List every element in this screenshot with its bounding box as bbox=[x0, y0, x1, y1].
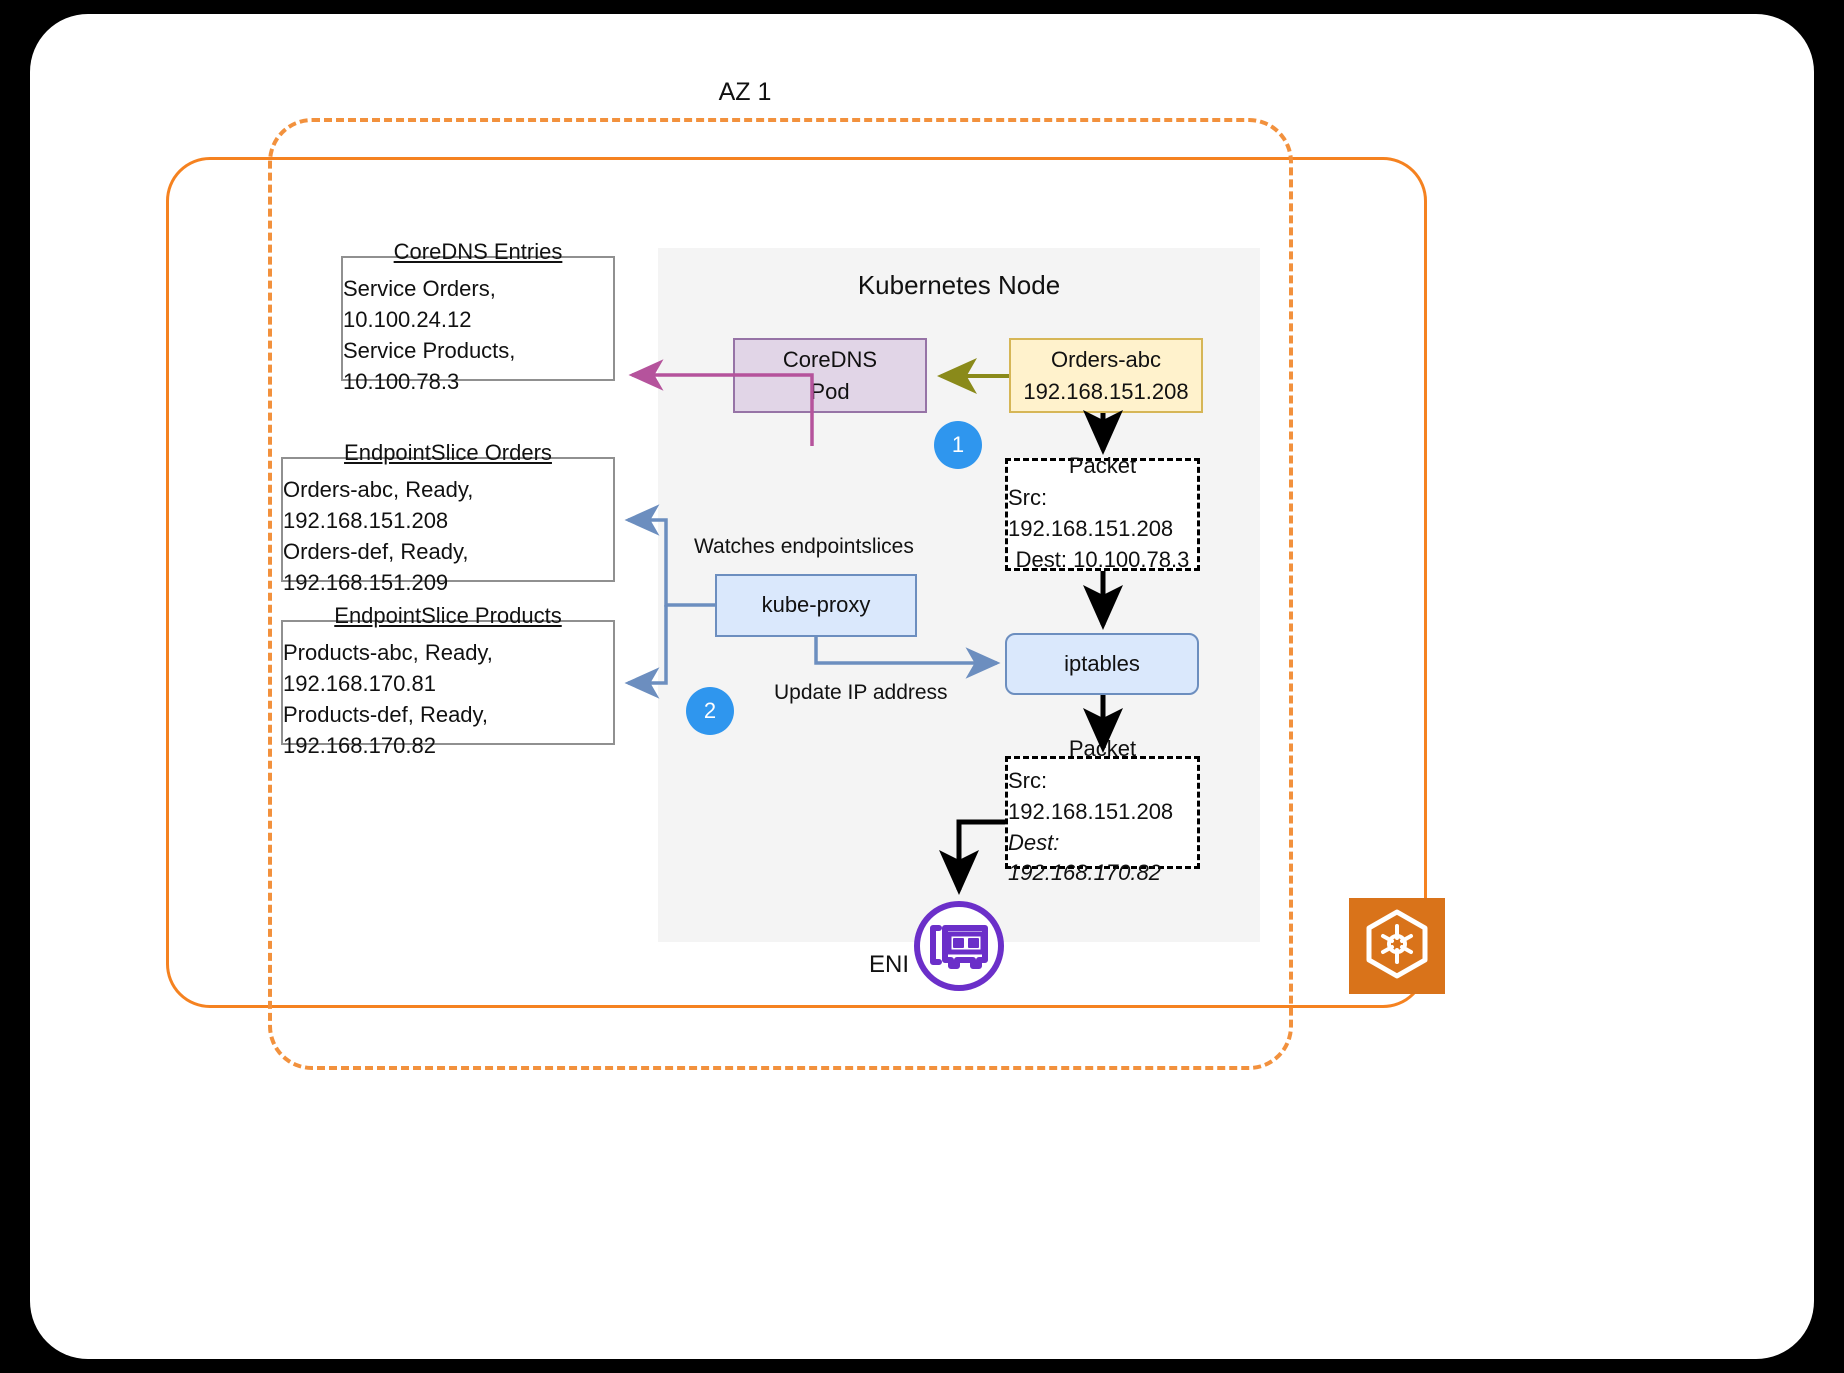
step-badge-2: 2 bbox=[686, 687, 734, 735]
az-dashed-boundary bbox=[268, 118, 1293, 1070]
iptables-label: iptables bbox=[1064, 650, 1140, 676]
packet-before-title: Packet bbox=[1068, 453, 1137, 479]
kube-proxy-box: kube-proxy bbox=[715, 574, 917, 637]
iptables-box: iptables bbox=[1005, 633, 1199, 695]
packet-after-title: Packet bbox=[1068, 735, 1137, 761]
coredns-pod-line-2: Pod bbox=[810, 378, 850, 404]
coredns-entries-line-2: Service Products, 10.100.78.3 bbox=[343, 338, 516, 394]
coredns-entries-title: CoreDNS Entries bbox=[393, 239, 563, 265]
packet-before-dest: Dest: 10.100.78.3 bbox=[1015, 546, 1190, 572]
endpointslice-products-box: EndpointSlice Products Products-abc, Rea… bbox=[281, 603, 615, 758]
watches-endpointslices-label: Watches endpointslices bbox=[694, 535, 914, 558]
step-badge-1: 1 bbox=[934, 421, 982, 469]
packet-after-box: Packet Src: 192.168.151.208 Dest: 192.16… bbox=[1005, 736, 1200, 885]
eni-label: ENI bbox=[869, 951, 910, 978]
packet-before-box: Packet Src: 192.168.151.208 Dest: 10.100… bbox=[1005, 453, 1200, 572]
packet-before-src: Src: 192.168.151.208 bbox=[1008, 485, 1174, 542]
kubernetes-logo-icon bbox=[1349, 898, 1445, 994]
coredns-entries-box: CoreDNS Entries Service Orders, 10.100.2… bbox=[341, 239, 615, 394]
endpointslice-orders-box: EndpointSlice Orders Orders-abc, Ready, … bbox=[281, 440, 615, 595]
endpointslice-products-title: EndpointSlice Products bbox=[334, 603, 562, 629]
kube-proxy-label: kube-proxy bbox=[761, 592, 871, 618]
vpc-solid-boundary bbox=[166, 157, 1427, 1008]
orders-abc-pod-name: Orders-abc bbox=[1050, 346, 1162, 372]
update-ip-address-label: Update IP address bbox=[774, 681, 948, 704]
eni-icon bbox=[911, 898, 1007, 994]
coredns-entries-line-1: Service Orders, 10.100.24.12 bbox=[343, 276, 496, 333]
packet-after-src: Src: 192.168.151.208 bbox=[1008, 767, 1174, 824]
coredns-pod-box: CoreDNS Pod bbox=[733, 338, 927, 413]
endpointslice-products-line-2: Products-def, Ready, 192.168.170.82 bbox=[283, 702, 489, 758]
endpointslice-orders-line-2: Orders-def, Ready, 192.168.151.209 bbox=[283, 539, 469, 595]
endpointslice-orders-title: EndpointSlice Orders bbox=[344, 440, 552, 466]
kubernetes-node-title: Kubernetes Node bbox=[857, 270, 1061, 300]
coredns-pod-line-1: CoreDNS bbox=[782, 346, 878, 372]
endpointslice-orders-line-1: Orders-abc, Ready, 192.168.151.208 bbox=[283, 477, 474, 534]
orders-abc-pod-ip: 192.168.151.208 bbox=[1023, 378, 1189, 404]
orders-abc-pod-box: Orders-abc 192.168.151.208 bbox=[1009, 338, 1203, 413]
endpointslice-products-line-1: Products-abc, Ready, 192.168.170.81 bbox=[283, 640, 493, 697]
packet-after-dest: Dest: 192.168.170.82 bbox=[1008, 829, 1161, 886]
az-label: AZ 1 bbox=[718, 78, 772, 106]
